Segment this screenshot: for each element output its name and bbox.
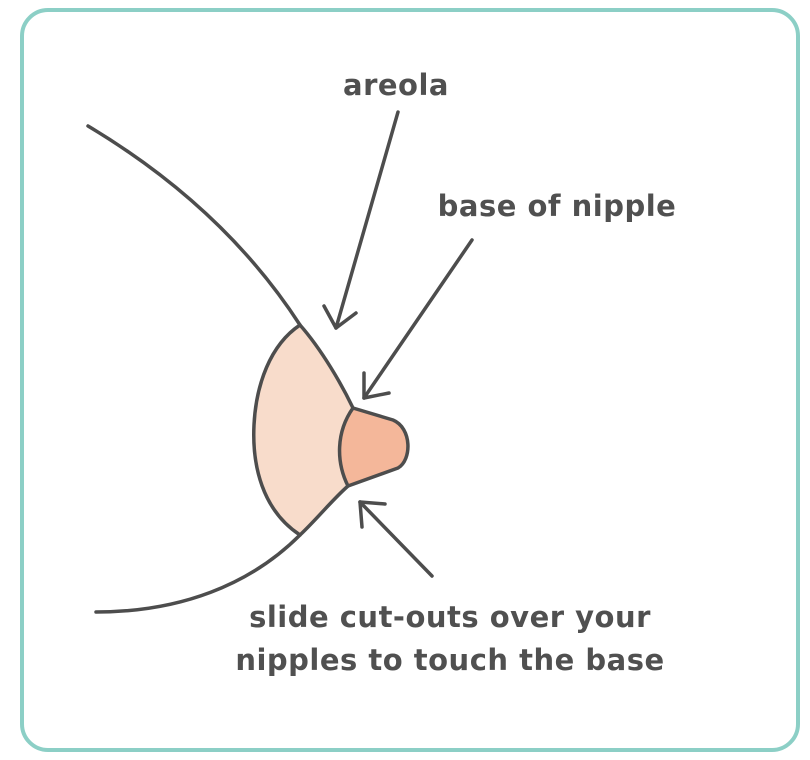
areola-arrow: [324, 112, 398, 328]
areola-shape: [254, 325, 353, 535]
base-of-nipple-arrow: [364, 240, 472, 398]
base-of-nipple-label: base of nipple: [438, 189, 677, 223]
nipple-shape: [340, 408, 408, 486]
instruction-label-line1: slide cut-outs over your: [249, 600, 651, 634]
breast-outline-upper: [88, 126, 300, 325]
instruction-arrow: [360, 502, 432, 576]
areola-label: areola: [343, 68, 449, 102]
instruction-label-line2: nipples to touch the base: [235, 643, 664, 677]
